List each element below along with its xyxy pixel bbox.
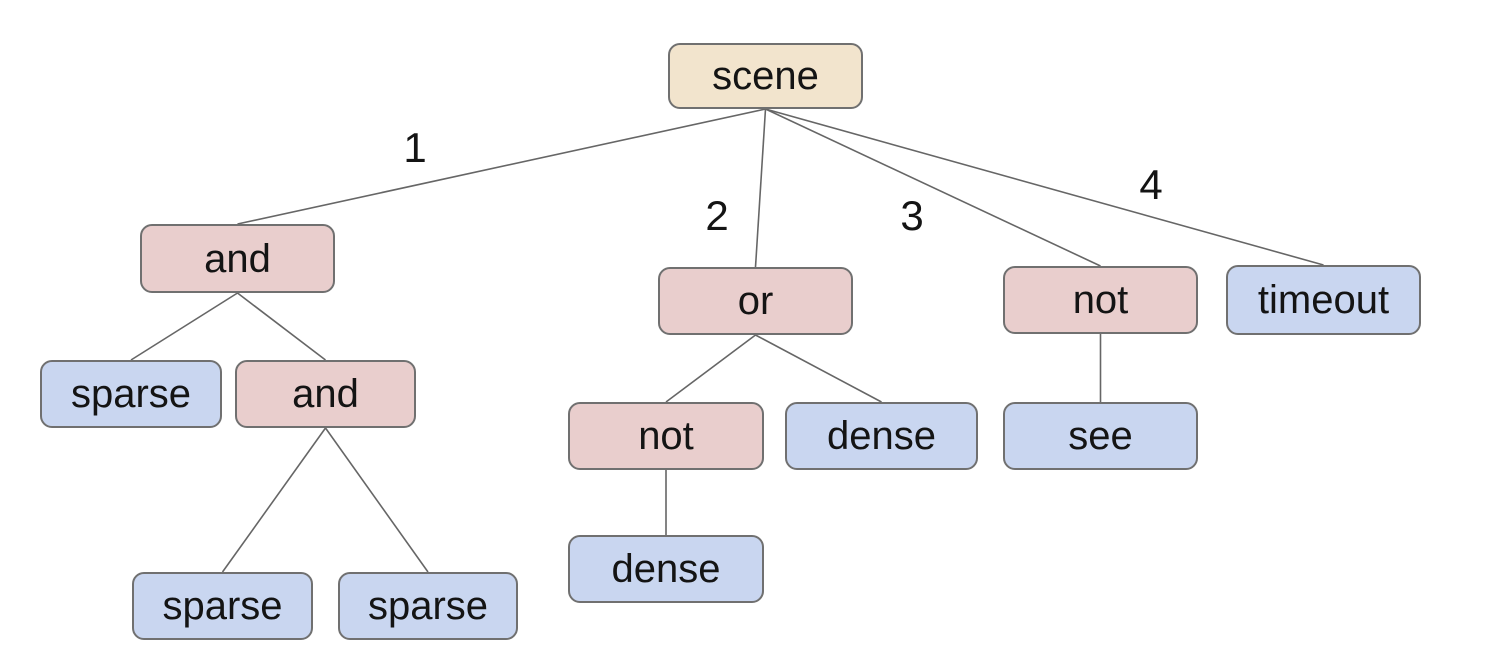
node-label: or: [737, 279, 774, 323]
node-label: timeout: [1257, 278, 1390, 322]
node-label: scene: [712, 54, 819, 98]
node-label: see: [1068, 414, 1133, 458]
edge-label-4: 4: [1139, 161, 1163, 208]
edge-scene-to-or-1: [754, 108, 767, 268]
node-see-1: see: [1003, 402, 1198, 470]
node-label: sparse: [367, 584, 489, 628]
edge-and-2-to-sparse-3: [324, 427, 429, 573]
node-or-1: or: [658, 267, 853, 335]
edge-scene-to-not-1: [765, 108, 1101, 267]
node-label: sparse: [70, 372, 192, 416]
node-sparse-3: sparse: [338, 572, 518, 640]
node-label: and: [204, 236, 271, 281]
node-label: not: [638, 414, 694, 458]
node-and-1: and: [140, 224, 335, 293]
node-dense-1: dense: [785, 402, 978, 470]
node-label: and: [292, 372, 359, 416]
node-label: not: [1072, 278, 1129, 322]
node-not-1: not: [1003, 266, 1198, 334]
edge-or-1-to-not-2: [665, 334, 756, 403]
node-label: dense: [611, 547, 721, 591]
node-sparse-2: sparse: [132, 572, 313, 640]
node-label: dense: [827, 414, 936, 458]
edge-label-2: 2: [705, 192, 729, 239]
edge-scene-to-and-1: [237, 108, 766, 225]
node-not-2: not: [568, 402, 764, 470]
node-scene: scene: [668, 43, 863, 109]
edge-and-2-to-sparse-2: [221, 427, 327, 573]
edge-label-3: 3: [900, 192, 924, 239]
edge-and-1-to-and-2: [237, 292, 326, 361]
edge-and-1-to-sparse-1: [130, 292, 238, 361]
node-dense-2: dense: [568, 535, 764, 603]
edge-scene-to-timeout-1: [765, 108, 1324, 266]
edge-label-1: 1: [403, 124, 427, 171]
node-and-2: and: [235, 360, 416, 428]
node-timeout-1: timeout: [1226, 265, 1421, 335]
node-sparse-1: sparse: [40, 360, 222, 428]
edge-or-1-to-dense-1: [755, 334, 882, 403]
node-label: sparse: [162, 584, 283, 628]
